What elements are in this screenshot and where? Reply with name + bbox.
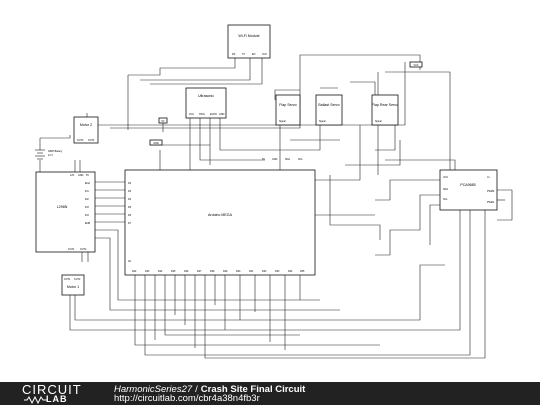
svg-text:ECHO: ECHO: [210, 113, 217, 116]
net-label-vcc: VCC: [409, 61, 423, 68]
svg-text:D27: D27: [197, 270, 202, 273]
svg-text:D23: D23: [145, 270, 150, 273]
footer-bar: CIRCUIT LAB HarmonicSeries27/Crash Site …: [0, 382, 540, 405]
net-label-5v: 5V: [158, 117, 168, 124]
svg-text:OUT1: OUT1: [68, 248, 75, 251]
logo-lab-text: LAB: [46, 394, 68, 404]
svg-text:D26: D26: [184, 270, 189, 273]
svg-text:TRIG: TRIG: [199, 113, 205, 116]
svg-text:5V: 5V: [262, 158, 265, 161]
wire-net: [39, 54, 513, 359]
battery-value: 12 V: [48, 154, 53, 157]
svg-text:D35: D35: [300, 270, 305, 273]
svg-text:PWM1: PWM1: [487, 201, 495, 204]
svg-text:D29: D29: [223, 270, 228, 273]
motor-1-label: Motor 1: [67, 285, 79, 289]
l298n-label: L298N: [57, 205, 68, 209]
svg-text:Signal: Signal: [375, 120, 382, 123]
svg-text:D31: D31: [249, 270, 254, 273]
svg-text:D3: D3: [128, 190, 132, 193]
svg-text:SDA: SDA: [285, 158, 290, 161]
svg-text:D4: D4: [128, 198, 132, 201]
wifi-module-label: Wi-Fi Module: [238, 34, 259, 38]
circuit-title: Crash Site Final Circuit: [200, 384, 306, 395]
svg-text:D24: D24: [158, 270, 163, 273]
wifi-module: Wi-Fi Module RX TX EN VCC: [227, 24, 271, 59]
svg-text:ENB: ENB: [85, 222, 90, 225]
svg-text:12V: 12V: [70, 174, 75, 177]
circuitlab-logo[interactable]: CIRCUIT LAB: [22, 383, 102, 404]
logo-text-top: CIRCUIT: [22, 382, 82, 397]
svg-text:Signal: Signal: [319, 120, 326, 123]
servo-ballast: Ballast Servo Signal: [315, 94, 343, 126]
svg-text:D22: D22: [132, 270, 137, 273]
svg-text:D28: D28: [210, 270, 215, 273]
ultrasonic-label: Ultrasonic: [198, 94, 214, 98]
svg-text:D32: D32: [262, 270, 267, 273]
svg-text:IN2: IN2: [85, 198, 89, 201]
svg-text:OUT2: OUT2: [74, 278, 81, 281]
svg-text:D25: D25: [171, 270, 176, 273]
svg-text:Signal: Signal: [279, 120, 286, 123]
battery-label: NiMH Battery: [48, 150, 63, 153]
circuit-title-line: HarmonicSeries27/Crash Site Final Circui…: [114, 384, 305, 395]
servo-flap: Flap Servo Signal: [275, 94, 301, 126]
svg-text:A0: A0: [128, 260, 132, 263]
svg-text:V+: V+: [487, 176, 491, 179]
servo-flap-label: Flap Servo: [279, 103, 296, 107]
svg-text:VCC: VCC: [189, 113, 194, 116]
svg-text:D7: D7: [128, 222, 132, 225]
svg-text:IN3: IN3: [85, 206, 89, 209]
svg-text:TX: TX: [242, 53, 245, 56]
circuit-schematic: Wi-Fi Module RX TX EN VCC Ultrasonic VCC TRI…: [35, 24, 513, 359]
net-label-gnd: GND: [149, 139, 163, 146]
servo-flap-rear-label: Flap Rear Servo: [372, 103, 398, 107]
svg-text:OUT4: OUT4: [88, 139, 95, 142]
battery: NiMH Battery 12 V: [35, 149, 63, 160]
svg-text:D34: D34: [288, 270, 293, 273]
svg-text:VCC: VCC: [443, 176, 448, 179]
svg-text:OUT3: OUT3: [77, 139, 84, 142]
svg-text:GND: GND: [219, 113, 225, 116]
logo-text-bottom: LAB: [22, 395, 68, 404]
svg-text:GND: GND: [78, 174, 84, 177]
svg-text:OUT2: OUT2: [80, 248, 87, 251]
svg-text:SCL: SCL: [298, 158, 303, 161]
svg-text:EN: EN: [252, 53, 256, 56]
circuit-url-link[interactable]: http://circuitlab.com/cbr4a38n4fb3r: [114, 393, 260, 404]
svg-text:SDA: SDA: [443, 188, 448, 191]
svg-text:GND: GND: [272, 158, 278, 161]
svg-text:IN1: IN1: [85, 190, 89, 193]
title-separator: /: [195, 384, 198, 395]
svg-text:OUT1: OUT1: [64, 278, 71, 281]
svg-text:SCL: SCL: [443, 198, 448, 201]
svg-text:VCC: VCC: [413, 64, 418, 67]
svg-text:D5: D5: [128, 206, 132, 209]
svg-text:VCC: VCC: [262, 53, 267, 56]
svg-text:IN4: IN4: [85, 214, 89, 217]
svg-text:D6: D6: [128, 214, 132, 217]
svg-text:D2: D2: [128, 182, 132, 185]
servo-flap-rear: Flap Rear Servo Signal: [371, 94, 399, 126]
svg-text:D30: D30: [236, 270, 241, 273]
arduino-label: Arduino MEGA: [208, 213, 233, 217]
author-link[interactable]: HarmonicSeries27: [114, 384, 193, 395]
svg-text:5V: 5V: [86, 174, 89, 177]
motor-2-label: Motor 2: [80, 123, 92, 127]
resistor-zigzag-icon: [24, 396, 48, 404]
svg-text:RX: RX: [232, 53, 236, 56]
pca9685-label: PCA9685: [460, 183, 475, 187]
svg-text:PWM0: PWM0: [487, 190, 495, 193]
svg-text:ENA: ENA: [85, 182, 90, 185]
svg-text:5V: 5V: [162, 120, 165, 123]
svg-text:D33: D33: [275, 270, 280, 273]
servo-ballast-label: Ballast Servo: [318, 103, 339, 107]
motor-2: Motor 2 OUT3 OUT4: [73, 116, 99, 144]
svg-text:GND: GND: [153, 142, 159, 145]
